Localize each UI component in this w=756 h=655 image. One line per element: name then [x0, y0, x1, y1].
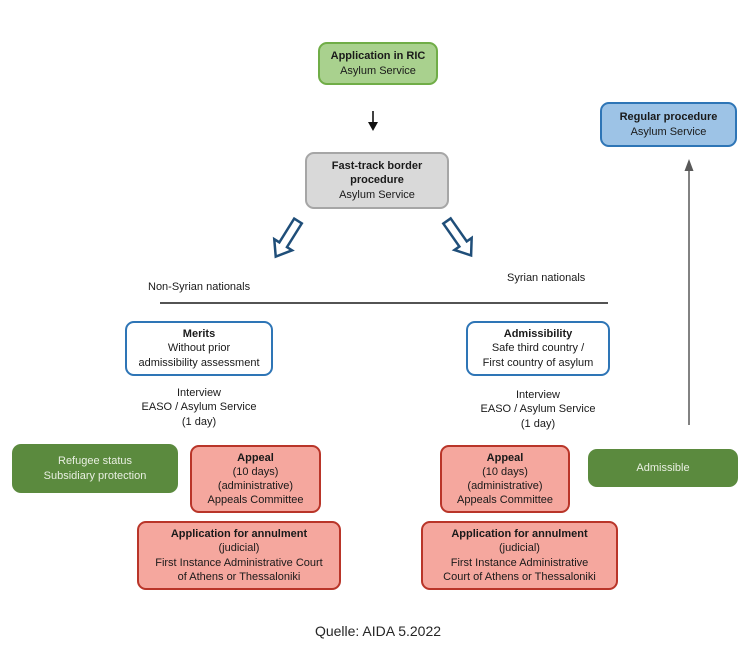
node-appeal-right: Appeal (10 days) (administrative) Appeal… — [440, 445, 570, 513]
node-line: Refugee status — [58, 455, 132, 468]
node-line: (administrative) — [217, 480, 294, 492]
node-subtitle: Asylum Service — [340, 64, 416, 77]
branch-left-arrow-icon — [272, 216, 304, 259]
down-arrow-icon — [368, 111, 378, 131]
node-title: Application in RIC — [330, 50, 426, 63]
interview-right-text: Interview EASO / Asylum Service (1 day) — [464, 388, 612, 431]
branch-right-arrow-icon — [441, 216, 473, 258]
node-fast-track-border-procedure: Fast-track border procedure Asylum Servi… — [305, 152, 449, 209]
interview-line: EASO / Asylum Service — [141, 401, 257, 414]
node-title: Regular procedure — [619, 111, 718, 124]
admissible-to-regular-arrow-icon — [684, 159, 694, 425]
node-title: Application for annulment — [451, 528, 588, 541]
branch-label-syrian: Syrian nationals — [507, 272, 586, 284]
node-line: admissibility assessment — [138, 356, 260, 369]
node-line: (10 days) — [232, 465, 279, 478]
interview-line: EASO / Asylum Service — [480, 403, 596, 416]
node-line: (10 days) — [482, 465, 528, 478]
node-line: Appeals Committee — [457, 494, 553, 507]
node-title: Application for annulment — [170, 528, 308, 541]
interview-line: (1 day) — [520, 417, 556, 430]
node-line: (judicial) — [218, 542, 260, 555]
source-caption: Quelle: AIDA 5.2022 — [314, 623, 442, 639]
node-line: Subsidiary protection — [43, 469, 147, 482]
node-title: Merits — [182, 328, 216, 341]
node-appeal-left: Appeal (10 days) (administrative) Appeal… — [190, 445, 321, 513]
node-line: (administrative) — [467, 480, 543, 492]
node-application-in-ric: Application in RIC Asylum Service — [318, 42, 438, 85]
node-line: Court of Athens or Thessaloniki — [443, 570, 596, 583]
node-admissibility: Admissibility Safe third country / First… — [466, 321, 610, 376]
node-line: First Instance Administrative Court — [155, 556, 323, 569]
node-line: Without prior — [167, 342, 231, 355]
node-line: Safe third country / — [491, 342, 585, 355]
branch-label-non-syrian: Non-Syrian nationals — [148, 281, 251, 293]
node-annulment-right: Application for annulment (judicial) Fir… — [421, 521, 618, 590]
interview-line: (1 day) — [181, 415, 217, 428]
node-title: Admissibility — [503, 328, 573, 341]
node-line: Appeals Committee — [207, 494, 304, 507]
interview-left-text: Interview EASO / Asylum Service (1 day) — [125, 386, 273, 429]
interview-title: Interview — [176, 387, 222, 399]
node-merits: Merits Without prior admissibility asses… — [125, 321, 273, 376]
node-annulment-left: Application for annulment (judicial) Fir… — [137, 521, 341, 590]
node-refugee-status: Refugee status Subsidiary protection — [12, 444, 178, 493]
node-title: Fast-track border procedure — [331, 160, 423, 187]
node-line: of Athens or Thessaloniki — [177, 570, 301, 583]
node-line: First country of asylum — [482, 356, 594, 369]
interview-title: Interview — [515, 389, 561, 401]
node-title: Appeal — [237, 451, 274, 464]
node-line: Admissible — [636, 461, 690, 474]
node-subtitle: Asylum Service — [339, 188, 415, 201]
node-subtitle: Asylum Service — [630, 125, 707, 138]
node-title: Appeal — [486, 451, 524, 464]
node-line: (judicial) — [499, 542, 540, 555]
node-admissible: Admissible — [588, 449, 738, 487]
node-line: First Instance Administrative — [450, 556, 589, 569]
node-regular-procedure: Regular procedure Asylum Service — [600, 102, 737, 147]
